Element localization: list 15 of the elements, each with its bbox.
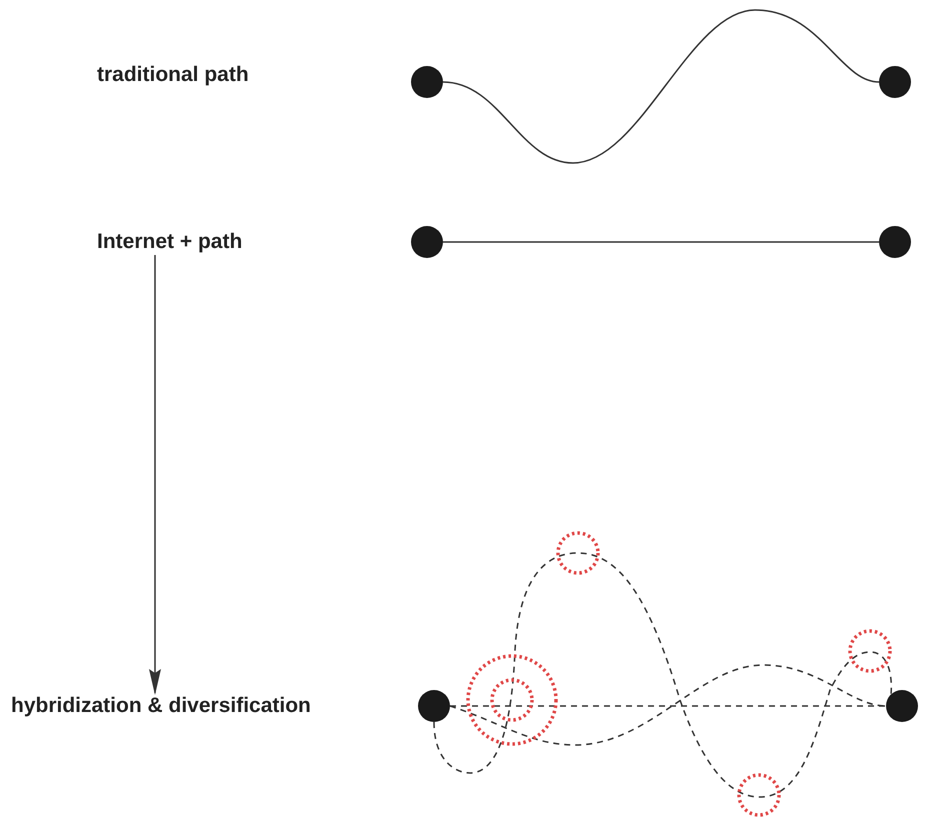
- path-line: [442, 9, 880, 164]
- endpoint-dot: [879, 226, 911, 258]
- endpoint-dot: [411, 66, 443, 98]
- endpoint-dot: [418, 690, 450, 722]
- endpoint-dot: [886, 690, 918, 722]
- endpoint-dot: [411, 226, 443, 258]
- dashed-path-line: [450, 705, 886, 707]
- row-label: hybridization & diversification: [11, 693, 311, 719]
- arrow: [149, 255, 161, 695]
- dashed-path-line: [433, 552, 892, 798]
- row-label: traditional path: [97, 62, 249, 88]
- endpoint-dot: [879, 66, 911, 98]
- dashed-path-line: [450, 664, 886, 746]
- row-label: Internet + path: [97, 229, 242, 255]
- path-line: [443, 241, 879, 243]
